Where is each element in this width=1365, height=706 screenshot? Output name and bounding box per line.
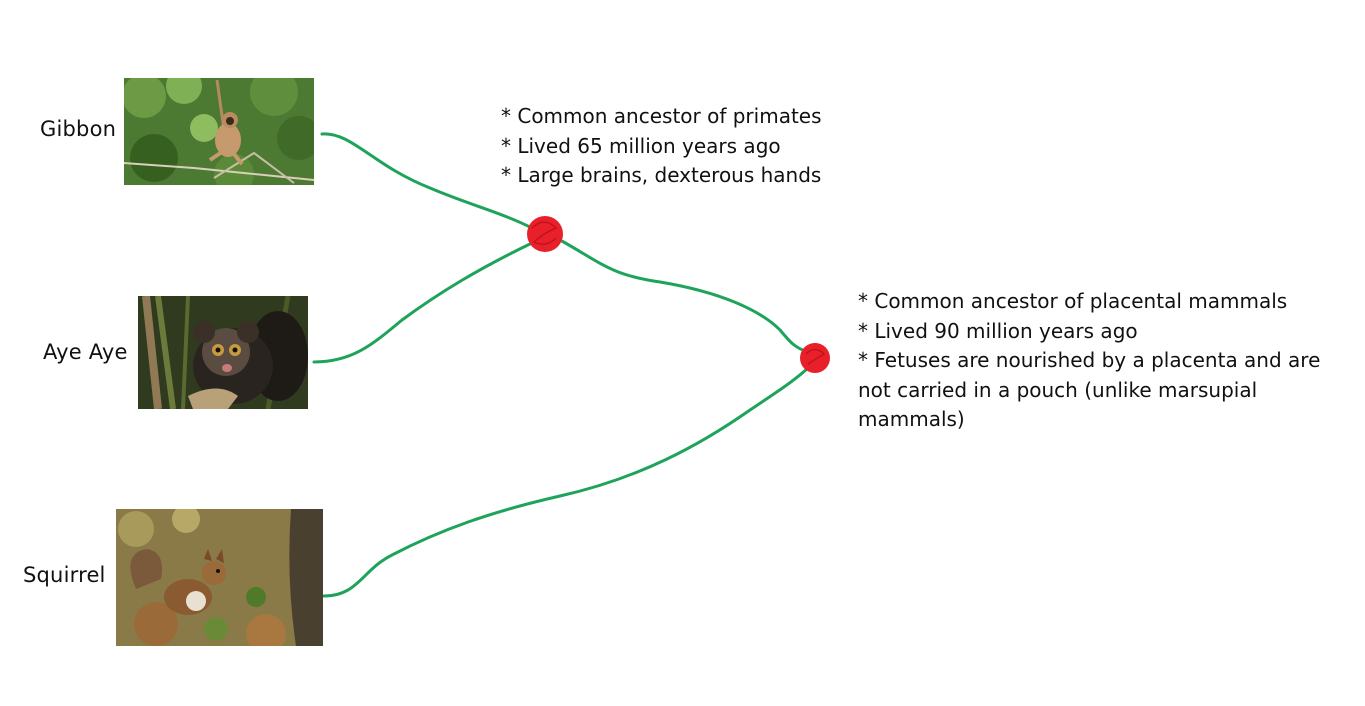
gibbon-photo — [124, 78, 314, 185]
branch-gibbon — [320, 132, 534, 230]
branch-primates-to-mammals — [558, 238, 810, 354]
species-label-aye-aye: Aye Aye — [43, 340, 128, 364]
note-line: * Common ancestor of placental mammals — [858, 289, 1288, 313]
note-line: * Common ancestor of primates — [501, 104, 822, 128]
squirrel-photo — [116, 509, 323, 646]
note-line: * Lived 90 million years ago — [858, 318, 1138, 343]
node-primates — [527, 216, 563, 252]
branch-aye-aye — [312, 241, 534, 364]
primate-ancestor-notes: * Common ancestor of primates * Lived 65… — [501, 102, 822, 191]
note-line: * Fetuses are nourished by a placenta an… — [858, 348, 1321, 431]
species-label-squirrel: Squirrel — [23, 563, 106, 587]
note-line: * Lived 65 million years ago — [501, 133, 781, 158]
branch-squirrel — [322, 366, 810, 598]
placental-ancestor-notes: * Common ancestor of placental mammals *… — [858, 287, 1333, 435]
aye-aye-photo — [138, 296, 308, 409]
node-placental-mammals — [800, 343, 830, 373]
note-line: * Large brains, dexterous hands — [501, 163, 822, 187]
species-label-gibbon: Gibbon — [40, 117, 117, 141]
